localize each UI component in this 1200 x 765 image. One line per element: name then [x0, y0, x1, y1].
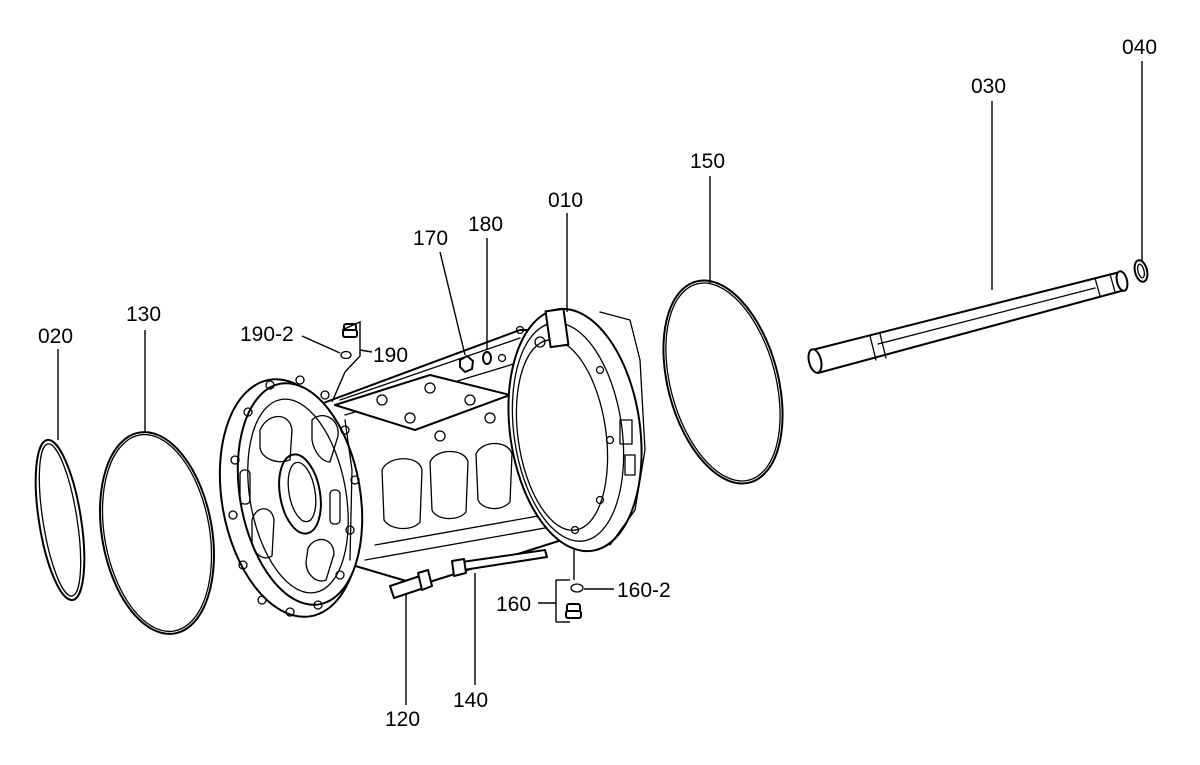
- callout-190-2: 190-2: [240, 323, 294, 346]
- part-150-large-ring: [662, 279, 784, 485]
- part-040-snap-ring: [1133, 259, 1149, 283]
- callout-160: 160: [496, 593, 531, 616]
- leader-lines: [57, 61, 1143, 705]
- callout-040: 040: [1122, 36, 1157, 59]
- part-130-large-ring: [99, 431, 215, 635]
- part-190-plug: [340, 323, 358, 360]
- callout-160-2: 160-2: [617, 579, 671, 602]
- part-140-long-bolt: [451, 549, 548, 577]
- callout-190: 190: [373, 344, 408, 367]
- callout-170: 170: [413, 227, 448, 250]
- part-010-axle-housing: [218, 307, 646, 618]
- part-170-nut: [459, 355, 474, 373]
- part-020-small-ring: [34, 438, 86, 602]
- part-160-plug: [565, 583, 584, 619]
- callout-010: 010: [548, 189, 583, 212]
- part-120-bolt: [389, 569, 433, 599]
- callout-030: 030: [971, 75, 1006, 98]
- part-030-axle-shaft: [807, 270, 1129, 374]
- callout-140: 140: [453, 689, 488, 712]
- callout-130: 130: [126, 303, 161, 326]
- callout-150: 150: [690, 150, 725, 173]
- part-180-seal-ring: [482, 351, 492, 365]
- callout-020: 020: [38, 325, 73, 348]
- callout-120: 120: [385, 708, 420, 731]
- callout-180: 180: [468, 213, 503, 236]
